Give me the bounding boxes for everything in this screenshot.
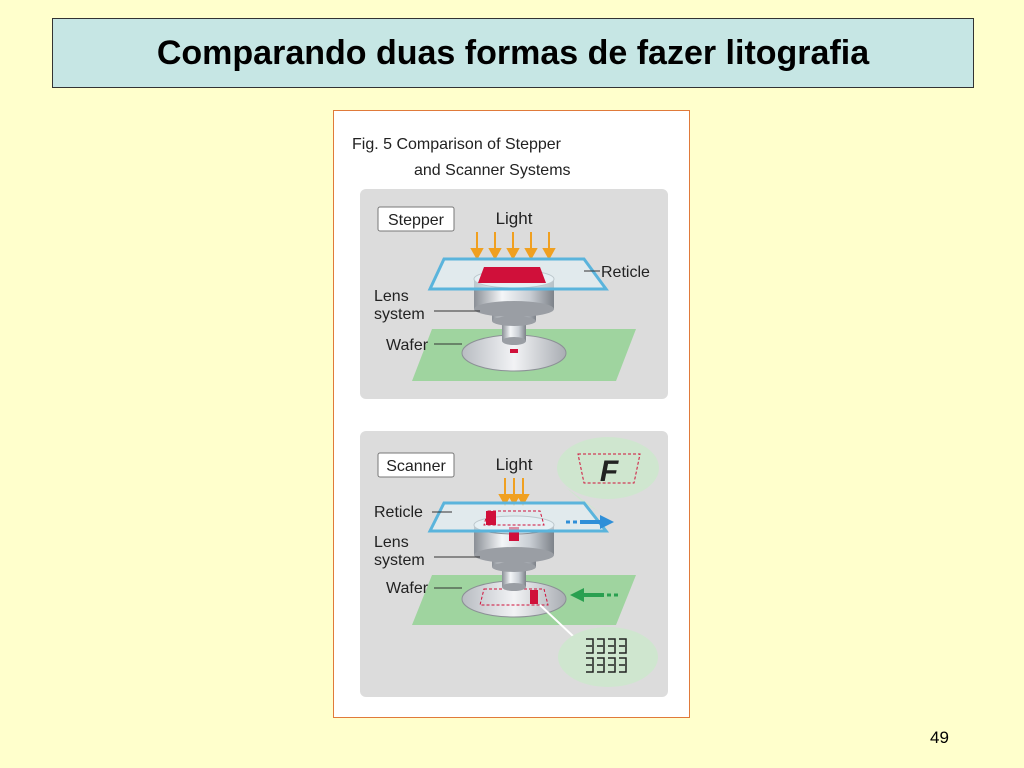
- stepper-tag: Stepper: [388, 212, 445, 229]
- scanner-panel: Scanner Light F: [360, 431, 668, 697]
- diagram-svg: Fig. 5 Comparison of Stepper and Scanner…: [352, 136, 668, 697]
- stepper-lens-label-1: Lens: [374, 288, 409, 305]
- stepper-lens-label-2: system: [374, 306, 425, 323]
- figure-caption-line2: and Scanner Systems: [414, 162, 571, 179]
- scanner-reticle-scan-arrow: [566, 515, 614, 529]
- scanner-tag-box: [377, 452, 455, 478]
- scanner-zoom-letter: F: [600, 455, 619, 488]
- stepper-exposure-spot: [510, 349, 518, 353]
- scanner-wafer-label: Wafer: [386, 580, 429, 597]
- stepper-light-label: Light: [496, 209, 533, 228]
- scanner-wafer-scan-arrow: [570, 588, 618, 602]
- scanner-light-arrows: [498, 478, 530, 507]
- die-grid: [586, 638, 627, 673]
- scanner-lens-label-2: system: [374, 552, 425, 569]
- stepper-reticle-label: Reticle: [601, 264, 650, 281]
- slide-title: Comparando duas formas de fazer litograf…: [156, 33, 870, 72]
- scanner-lens-label-1: Lens: [374, 534, 409, 551]
- scanner-reticle-zoom: F: [557, 437, 659, 511]
- figure-caption-line1: Fig. 5 Comparison of Stepper: [352, 136, 562, 153]
- scanner-light-label: Light: [496, 455, 533, 474]
- title-box: Comparando duas formas de fazer litograf…: [52, 18, 974, 88]
- scanner-reticle: [427, 501, 610, 533]
- stepper-reticle-pattern: [478, 267, 546, 283]
- figure-stepper-vs-scanner: Fig. 5 Comparison of Stepper and Scanner…: [333, 110, 690, 718]
- scanner-reticle-slit: [486, 511, 496, 525]
- scanner-exposure-slit: [530, 590, 538, 604]
- page-number: 49: [930, 728, 949, 747]
- scanner-wafer-zoom: [539, 604, 658, 687]
- stepper-wafer-label: Wafer: [386, 337, 429, 354]
- scanner-tag: Scanner: [386, 458, 446, 475]
- stepper-panel: Stepper Light: [360, 189, 668, 399]
- scanner-reticle-label: Reticle: [374, 504, 423, 521]
- stepper-light-arrows: [470, 232, 556, 261]
- stepper-tag-box: [377, 206, 455, 232]
